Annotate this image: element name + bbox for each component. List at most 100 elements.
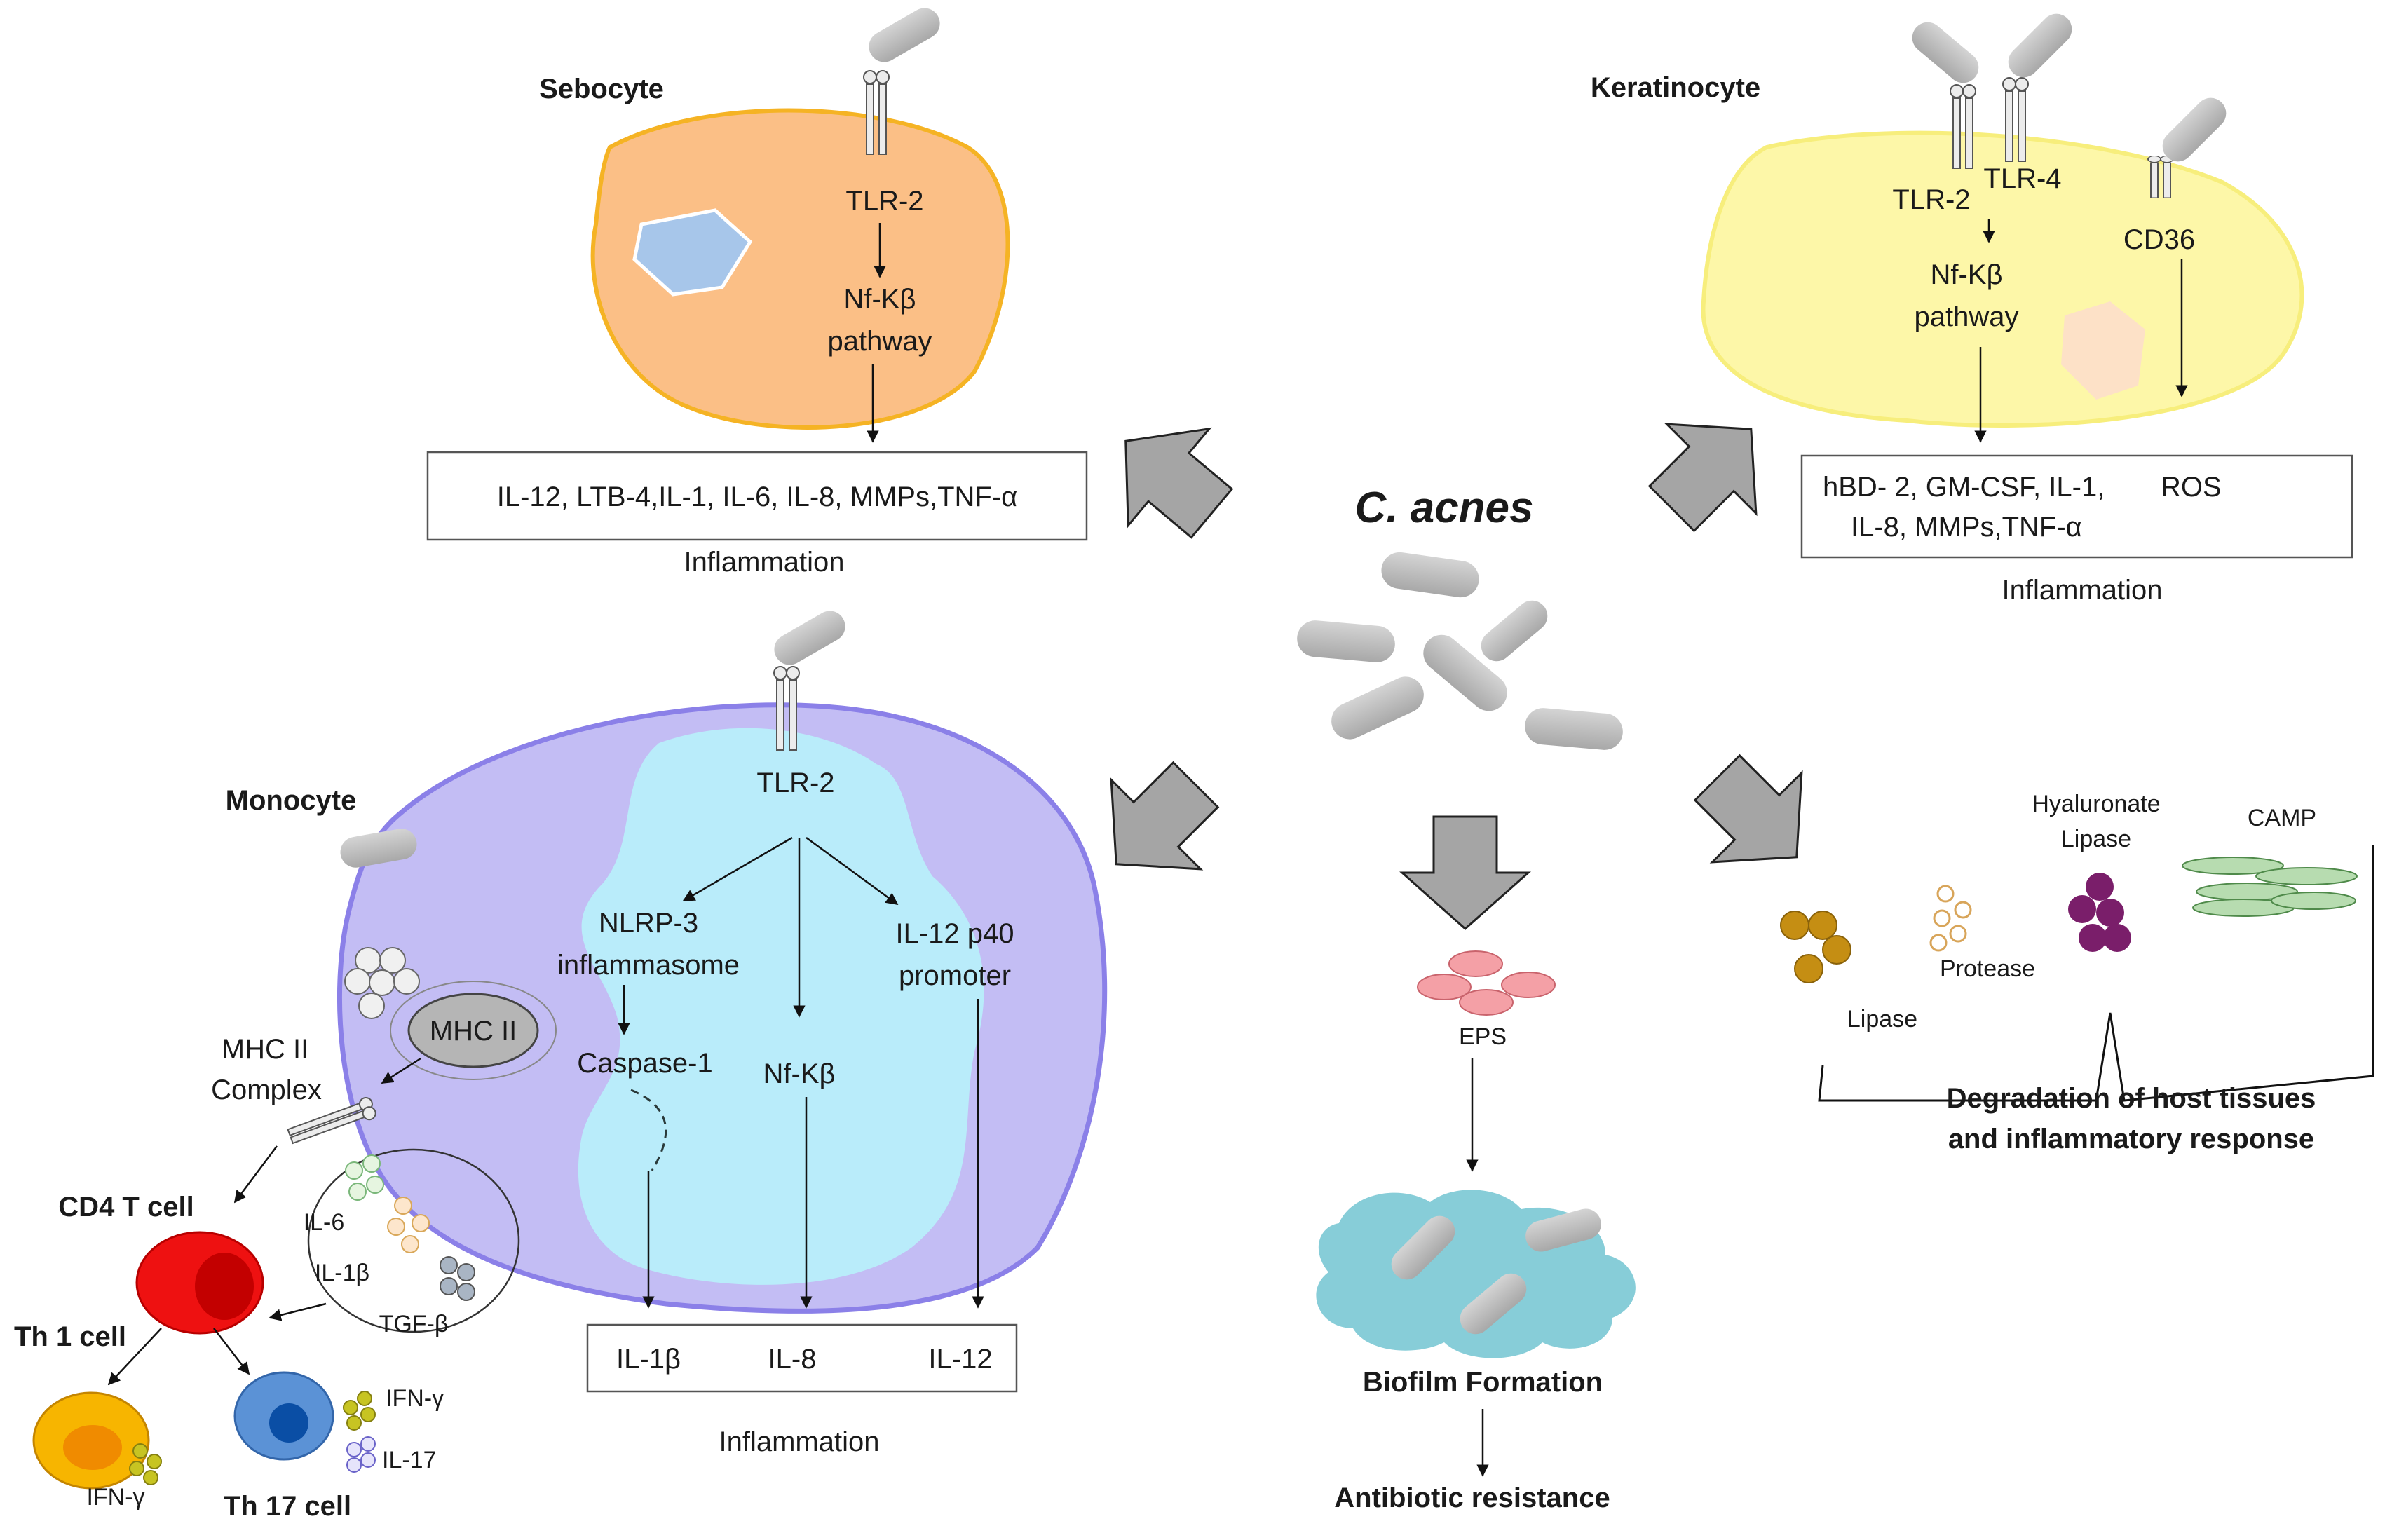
sebocyte-output: IL-12, LTB-4,IL-1, IL-6, IL-8, MMPs,TNF-… bbox=[497, 482, 1018, 512]
nlrp3-line2: inflammasome bbox=[557, 950, 740, 981]
degradation-bracket bbox=[1818, 845, 2374, 1102]
mhc-outer-ring bbox=[390, 981, 557, 1080]
monocyte-output-box bbox=[586, 1323, 1018, 1393]
monocyte-label: Monocyte bbox=[226, 785, 357, 816]
mhc-complex-receptor bbox=[287, 1097, 376, 1145]
hyaluronate-line2: Lipase bbox=[2061, 826, 2131, 852]
cd4-to-th1-arrow bbox=[107, 1328, 162, 1386]
mhc-ii-body bbox=[407, 993, 539, 1068]
mhc-to-cd4-arrow bbox=[233, 1145, 278, 1204]
t-cells: CD4 T cell Th 1 cell IFN-γ Th 17 cell IF… bbox=[14, 1192, 444, 1522]
th1-output: IFN-γ bbox=[86, 1484, 144, 1511]
monocyte-effect: Inflammation bbox=[719, 1426, 880, 1457]
keratinocyte-label: Keratinocyte bbox=[1591, 72, 1760, 103]
arrow-to-degradation-icon bbox=[1671, 732, 1842, 903]
arrow-to-monocyte-icon bbox=[1071, 739, 1242, 910]
mhc-complex-line1: MHC II bbox=[222, 1034, 308, 1065]
monocyte-nucleus bbox=[578, 728, 984, 1285]
protease-icon bbox=[1929, 885, 1972, 952]
keratinocyte-nucleus bbox=[2061, 301, 2145, 400]
th17-output-a: IFN-γ bbox=[386, 1385, 444, 1412]
mhc-arrow bbox=[381, 1057, 421, 1084]
th1-nucleus bbox=[63, 1425, 122, 1470]
th1-label: Th 1 cell bbox=[14, 1321, 126, 1352]
lipase-label: Lipase bbox=[1847, 1006, 1917, 1033]
nlrp3-line1: NLRP-3 bbox=[599, 908, 698, 939]
bacterium-icon bbox=[1325, 670, 1430, 746]
sebocyte-effect: Inflammation bbox=[684, 547, 845, 578]
cytokine-il6: IL-6 bbox=[304, 1209, 345, 1236]
bacterium-icon bbox=[2156, 91, 2233, 168]
cd4-nucleus bbox=[195, 1253, 254, 1320]
monocyte-output-il1b: IL-1β bbox=[616, 1344, 681, 1375]
keratinocyte-receptor-b-label: TLR-4 bbox=[1983, 163, 2061, 194]
monocyte-arrow-nlrp3 bbox=[682, 836, 793, 902]
sebocyte-receptor-label: TLR-2 bbox=[845, 186, 923, 217]
degradation-result-line2: and inflammatory response bbox=[1948, 1124, 2314, 1154]
sebocyte-label: Sebocyte bbox=[539, 74, 664, 104]
hyaluronate-line1: Hyaluronate bbox=[2032, 791, 2160, 817]
bacterium-icon bbox=[1379, 550, 1481, 600]
il12-line2: promoter bbox=[899, 960, 1011, 991]
keratinocyte-pathway-line1: Nf-Kβ bbox=[1930, 259, 2002, 290]
sebocyte-pathway-line1: Nf-Kβ bbox=[843, 284, 916, 315]
th17-il17-dots bbox=[346, 1436, 376, 1473]
antibiotic-resistance-label: Antibiotic resistance bbox=[1334, 1483, 1610, 1513]
th17-ifn-dots bbox=[343, 1391, 376, 1431]
keratinocyte-receptor-a-label: TLR-2 bbox=[1892, 184, 1970, 215]
cd4-to-th17-arrow bbox=[213, 1328, 250, 1375]
keratinocyte-receptor-c-label: CD36 bbox=[2123, 224, 2195, 255]
th17-output-b: IL-17 bbox=[382, 1447, 437, 1473]
th17-nucleus bbox=[269, 1403, 308, 1443]
caspase-label: Caspase-1 bbox=[577, 1048, 712, 1079]
keratinocyte-cell: Keratinocyte TLR-2 TLR-4 CD36 Nf-Kβ path… bbox=[1591, 7, 2353, 606]
keratinocyte-body bbox=[1701, 130, 2304, 428]
degradation-branch: Hyaluronate Lipase CAMP bbox=[1780, 791, 2374, 1154]
sebocyte-pathway-line2: pathway bbox=[828, 326, 932, 357]
monocyte-output-il8: IL-8 bbox=[768, 1344, 817, 1375]
cytokine-tgfb: TGF-β bbox=[379, 1311, 449, 1337]
lipase-dots bbox=[1780, 911, 1851, 983]
cytokine-to-cd4-arrow bbox=[269, 1302, 327, 1321]
hyaluronate-lipase-dots bbox=[2068, 873, 2131, 952]
caspase-dashed-line bbox=[630, 1089, 667, 1171]
sebocyte-nucleus bbox=[632, 208, 753, 297]
biofilm-branch: EPS Biofilm Formation Antibiotic resista… bbox=[1316, 950, 1636, 1513]
c-acnes-center: C. acnes bbox=[1071, 383, 1842, 930]
sebocyte-output-box bbox=[426, 451, 1088, 541]
keratinocyte-output-box bbox=[1800, 454, 2353, 559]
bacterium-icon bbox=[768, 605, 851, 671]
antigen-cluster bbox=[344, 947, 420, 1019]
sebocyte-body bbox=[590, 108, 1010, 430]
bacterium-icon bbox=[1523, 706, 1624, 752]
protease-label: Protease bbox=[1940, 955, 2035, 982]
bacterium-icon bbox=[1296, 618, 1397, 665]
il12-line1: IL-12 p40 bbox=[895, 918, 1014, 949]
monocyte-receptor-label: TLR-2 bbox=[756, 768, 834, 798]
th1-dots bbox=[129, 1443, 162, 1485]
monocyte-cell: Monocyte TLR-2 NLRP-3 inflammasome Caspa… bbox=[211, 605, 1108, 1457]
eps-label: EPS bbox=[1459, 1023, 1507, 1050]
th17-label: Th 17 cell bbox=[224, 1491, 351, 1522]
camp-label: CAMP bbox=[2248, 805, 2316, 831]
camp-ellipses bbox=[2182, 857, 2358, 917]
bacterium-icon bbox=[1474, 594, 1554, 668]
degradation-result-line1: Degradation of host tissues bbox=[1947, 1083, 2316, 1114]
cd4-label: CD4 T cell bbox=[58, 1192, 193, 1222]
arrow-to-sebocyte-icon bbox=[1084, 391, 1253, 563]
bacterium-icon bbox=[1905, 15, 1985, 90]
keratinocyte-output-line1: hBD- 2, GM-CSF, IL-1, bbox=[1823, 472, 2105, 503]
keratinocyte-pathway-line2: pathway bbox=[1915, 301, 2019, 332]
mhc-complex-line2: Complex bbox=[211, 1075, 322, 1105]
cytokine-dots bbox=[345, 1154, 475, 1301]
cytokine-il1b: IL-1β bbox=[315, 1260, 369, 1286]
arrow-to-keratinocyte-icon bbox=[1626, 383, 1797, 554]
bacteria-cluster bbox=[1296, 550, 1624, 752]
sebocyte-cell: Sebocyte TLR-2 Nf-Kβ pathway IL-12, LTB-… bbox=[426, 2, 1088, 578]
bacterium-icon bbox=[863, 2, 946, 68]
keratinocyte-effect: Inflammation bbox=[2002, 575, 2163, 606]
mhc-ii-label: MHC II bbox=[430, 1016, 517, 1047]
keratinocyte-output-ros: ROS bbox=[2161, 472, 2222, 503]
monocyte-output-il12: IL-12 bbox=[928, 1344, 992, 1375]
